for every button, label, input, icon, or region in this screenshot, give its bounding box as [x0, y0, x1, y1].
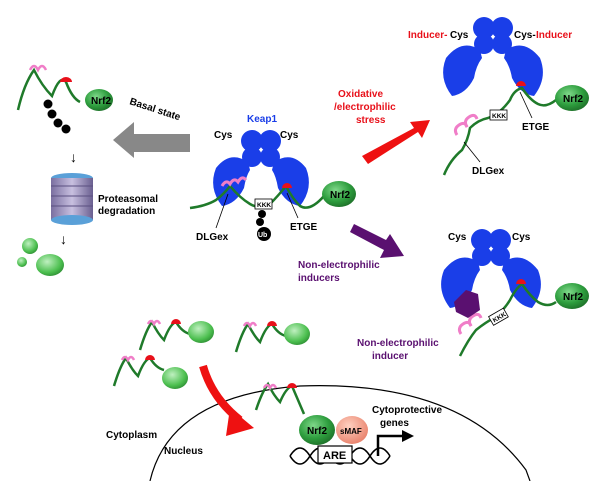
nrf2-protein	[555, 85, 589, 111]
keap1-label: Keap1	[247, 114, 277, 125]
etge-label: ETGE	[522, 122, 550, 133]
nrf2-protein	[299, 415, 335, 445]
nuclear-nrf2-chain	[254, 381, 306, 415]
modified-keap1-complex: Inducer- Cys Cys- Inducer KKK Nrf2 ETGE …	[408, 17, 589, 177]
smaf-label: sMAF	[340, 427, 362, 436]
nonelec-inducer-label: Non-electrophilic	[357, 338, 439, 349]
kkk-box	[254, 198, 273, 210]
etge-motif	[516, 279, 526, 284]
proteasome-icon	[51, 173, 93, 225]
cys-right-label: Cys	[280, 130, 299, 141]
oxidative-stress-arrow	[362, 120, 430, 164]
cys-left-label: Cys	[448, 232, 467, 243]
etge-label: ETGE	[290, 222, 318, 233]
stress-label: stress	[356, 115, 386, 126]
keap1-kelch-right	[504, 45, 543, 96]
non-electrophilic-inducer-shape	[454, 290, 480, 318]
kkk-label: KKK	[257, 202, 271, 209]
basal-state-label: Basal state	[128, 96, 182, 123]
keap1-kelch-left	[441, 257, 480, 308]
free-nrf2-pool	[112, 319, 310, 389]
dlgex-label: DLGex	[196, 232, 229, 243]
transcription-arrow	[376, 434, 404, 456]
nrf2-label: Nrf2	[307, 426, 327, 437]
dlg-motif	[453, 113, 479, 136]
down-arrow-1: ↓	[70, 149, 77, 165]
cys-left-label: Cys	[214, 130, 233, 141]
cytoplasm-label: Cytoplasm	[106, 430, 157, 441]
dlgex-label: DLGex	[472, 166, 505, 177]
genes-label: genes	[380, 418, 409, 429]
degradation-label: degradation	[98, 206, 155, 217]
kkk-box	[489, 109, 508, 121]
are-label: ARE	[323, 450, 346, 462]
etge-motif	[282, 183, 292, 188]
nrf2-label: Nrf2	[91, 96, 111, 107]
nrf2-protein	[322, 181, 356, 207]
transcription-arrowhead	[402, 430, 414, 442]
nonelec-inducers-label: Non-electrophilic	[298, 260, 380, 271]
inducers-label: inducers	[298, 273, 340, 284]
oxidative-label: Oxidative	[338, 89, 383, 100]
non-electrophilic-arrow	[350, 224, 404, 258]
nucleus-label: Nucleus	[164, 446, 203, 457]
nrf2-label: Nrf2	[563, 292, 583, 303]
proteasomal-label: Proteasomal	[98, 194, 158, 205]
dlg-motif	[28, 64, 48, 73]
cytoprotective-label: Cytoprotective	[372, 405, 442, 416]
cys-right-modified-label: Cys-	[514, 30, 536, 41]
translocation-arrowhead	[226, 408, 254, 436]
nrf2-smaf-are-complex: ARE Nrf2 sMAF	[289, 415, 414, 465]
nrf2-protein	[555, 283, 589, 309]
down-arrow-2: ↓	[60, 231, 67, 247]
nrf2-protein	[85, 89, 113, 111]
inducer-left-label: Inducer-	[408, 30, 447, 41]
dlg-motif	[220, 176, 248, 187]
smaf-protein	[336, 416, 368, 444]
free-nrf2-1	[138, 319, 214, 351]
cys-left-modified-label: Cys	[450, 30, 469, 41]
ubiquitin-chain: Ub	[256, 210, 271, 241]
nrf2-label: Nrf2	[330, 190, 350, 201]
kkk-box	[488, 307, 509, 326]
are-box	[317, 445, 353, 464]
dlg-motif	[457, 312, 483, 335]
nuclear-envelope	[149, 385, 531, 481]
keap1-kelch-left	[443, 45, 482, 96]
keap1-kelch-right	[272, 157, 309, 206]
center-keap1-complex: Keap1 Cys Cys KKK Ub Nrf2 DLGex ETGE	[189, 114, 356, 243]
electrophilic-label: /electrophilic	[334, 102, 396, 113]
free-nrf2-3	[112, 355, 188, 389]
degraded-peptides	[17, 238, 64, 276]
inhibited-keap1-complex: Cys Cys KKK Nrf2 Non-electrophilic induc…	[357, 229, 589, 362]
inducer-label: inducer	[372, 351, 408, 362]
etge-motif	[516, 81, 526, 86]
inducer-right-label: Inducer	[536, 30, 572, 41]
cys-right-label: Cys	[512, 232, 531, 243]
nrf2-label: Nrf2	[563, 94, 583, 105]
basal-state-arrow	[113, 122, 190, 158]
ub-label: Ub	[258, 232, 267, 239]
kkk-label: KKK	[492, 113, 506, 120]
etge-motif	[60, 77, 72, 82]
basal-nrf2-chain: Nrf2	[16, 64, 113, 134]
ubiquitin-chain	[43, 99, 71, 134]
free-nrf2-2	[234, 321, 310, 353]
